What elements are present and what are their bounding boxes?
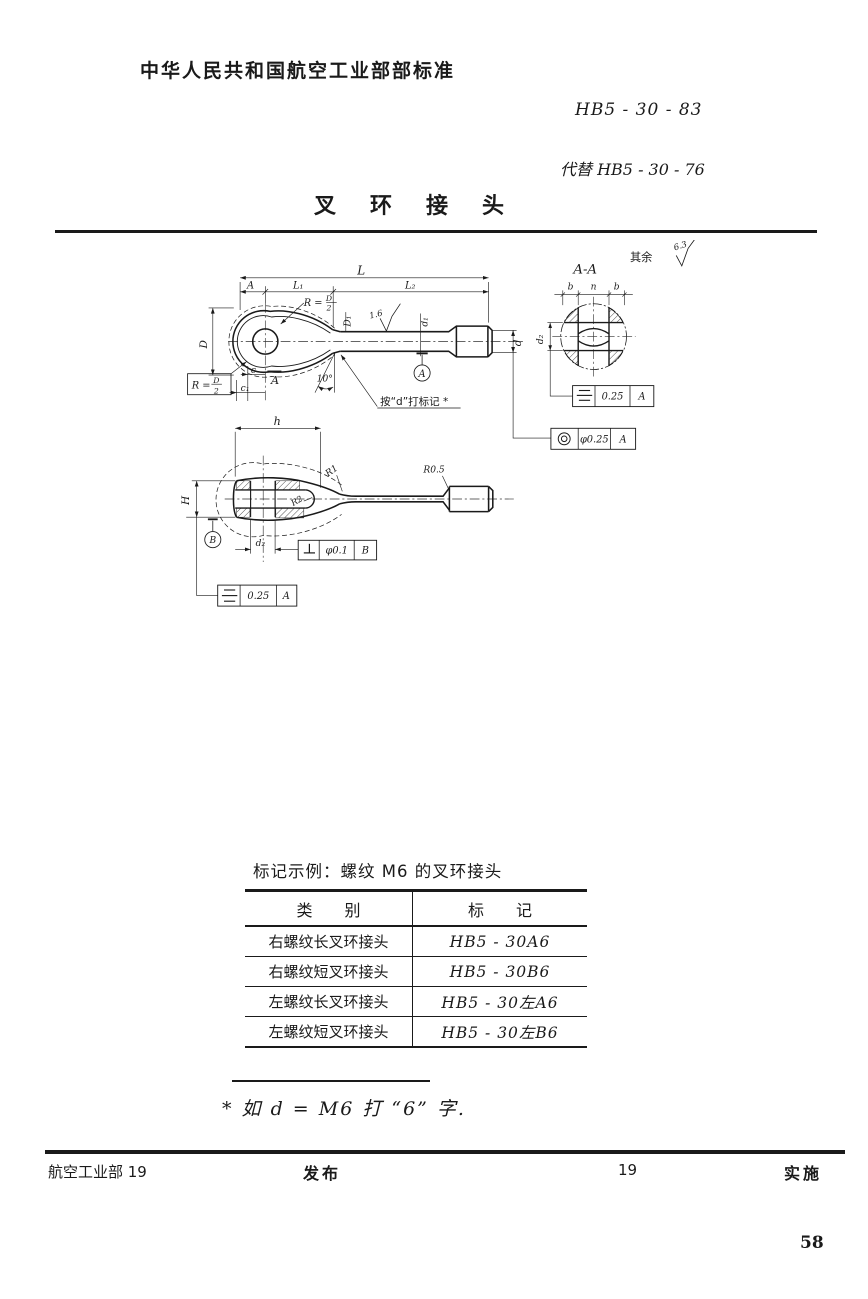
standard-number: HB5 - 30 - 83 — [575, 100, 703, 120]
dim-label-L1: L₁ — [292, 280, 303, 291]
footer-divider — [45, 1150, 845, 1154]
roughness-symbol-general — [675, 240, 695, 267]
dim-label-d1: d₁ — [421, 317, 431, 326]
footer-issuer: 航空工业部 19 — [48, 1163, 147, 1181]
dim-label-c: c — [251, 366, 256, 376]
table-row: 左螺纹长叉环接头 HB5 - 30左A6 — [245, 986, 587, 1017]
designation-cell: HB5 - 30A6 — [412, 926, 587, 957]
table-row: 左螺纹短叉环接头 HB5 - 30左B6 — [245, 1016, 587, 1048]
table-header-row: 类 别 标 记 — [245, 890, 587, 927]
perpendicularity-value: φ0.1 — [325, 546, 347, 557]
dim-label-D1: D₁ — [344, 316, 354, 328]
dim-label-H: H — [180, 495, 192, 506]
dim-label-n: n — [591, 283, 597, 293]
angle-label: 10° — [317, 374, 333, 384]
symmetry-tolerance-box-1 — [572, 385, 655, 408]
eye-hole — [251, 328, 279, 355]
section-aa-view — [552, 296, 636, 378]
surface-note: 其余 — [630, 250, 652, 264]
table-row: 右螺纹短叉环接头 HB5 - 30B6 — [245, 956, 587, 987]
r-box-num: D — [212, 376, 219, 385]
view1-shaft-thread — [340, 325, 493, 358]
section-aa-dimensions — [547, 290, 633, 397]
designation-section: 标记示例：螺纹 M6 的叉环接头 类 别 标 记 右螺纹长叉环接头 HB5 - … — [245, 858, 587, 1048]
dim-label-d2-view2: d₂ — [256, 539, 266, 549]
symmetry2-datum: A — [282, 591, 290, 602]
dim-label-L: L — [356, 263, 365, 277]
footer-implement-year: 19 — [618, 1161, 638, 1179]
symmetry2-value: 0.25 — [247, 591, 269, 602]
radius-label-r2: R2 — [288, 493, 304, 508]
surface-roughness-value: 6.3 — [672, 240, 688, 252]
r-box-den: 2 — [213, 386, 219, 395]
designation-cell: HB5 - 30左A6 — [412, 986, 587, 1017]
datum-b-flag — [204, 518, 222, 549]
title-divider — [55, 230, 817, 233]
eye-outline-inner — [236, 315, 331, 368]
view1-dimensions — [187, 275, 551, 439]
view2-dimensions — [186, 426, 449, 596]
perpendicularity-tolerance-box — [297, 539, 378, 561]
dim-label-c1: c₁ — [241, 384, 250, 394]
r-callout-prefix: R = — [303, 298, 323, 309]
perpendicularity-datum: B — [361, 546, 369, 557]
eye-outline-outer — [232, 309, 333, 374]
dim-label-A: A — [246, 280, 254, 291]
view1-eye-end — [228, 305, 341, 378]
datum-a-flag — [413, 352, 431, 382]
technical-drawing: L A L₁ L₂ R = D 2 D R = D 2 c c₁ A 10° 1… — [180, 240, 695, 607]
category-cell: 右螺纹长叉环接头 — [245, 926, 413, 957]
replaces-standard: 代替 HB5 - 30 - 76 — [560, 160, 705, 179]
eye-forging-outline — [228, 305, 335, 378]
page-title: 叉环接头 — [314, 194, 539, 219]
symmetry-tolerance-box-2 — [217, 584, 298, 607]
dim-label-d: d — [512, 339, 524, 346]
footnote-text: * 如 d = M6 打 “6” 字. — [222, 1098, 466, 1120]
roughness-symbol-shaft — [379, 303, 401, 332]
table-row: 右螺纹长叉环接头 HB5 - 30A6 — [245, 926, 587, 957]
view2-shaft-thread — [339, 485, 494, 513]
category-cell: 左螺纹长叉环接头 — [245, 986, 413, 1017]
section-arrow-label: A — [270, 374, 279, 387]
concentricity-value: φ0.25 — [580, 434, 609, 445]
dim-label-D: D — [198, 340, 210, 350]
r-callout-num: D — [325, 294, 332, 303]
footer-publish-label: 发布 — [303, 1164, 342, 1183]
footnote-divider — [232, 1080, 430, 1082]
marking-example-label: 标记示例：螺纹 M6 的叉环接头 — [253, 862, 503, 881]
designation-cell: HB5 - 30左B6 — [412, 1016, 587, 1048]
page-number: 58 — [800, 1233, 824, 1253]
category-cell: 左螺纹短叉环接头 — [245, 1016, 413, 1048]
section-aa-label: A-A — [571, 263, 597, 278]
dim-label-d2-section: d₂ — [536, 334, 546, 344]
concentricity-datum: A — [618, 434, 626, 445]
concentricity-tolerance-box — [550, 427, 637, 450]
roughness-value-shaft: 1.6 — [368, 307, 384, 320]
symmetry1-value: 0.25 — [602, 392, 624, 403]
column-header-category: 类 别 — [245, 890, 413, 927]
radius-label-r05: R0.5 — [422, 465, 444, 475]
symmetry-icon — [576, 389, 593, 401]
concentricity-icon — [557, 432, 571, 446]
designation-cell: HB5 - 30B6 — [412, 956, 587, 987]
category-cell: 右螺纹短叉环接头 — [245, 956, 413, 987]
symmetry-icon — [221, 589, 238, 602]
r-callout-den: 2 — [326, 304, 332, 313]
r-box-prefix: R = — [191, 380, 211, 391]
datum-a-label: A — [418, 369, 426, 380]
mark-note: 按“d”打标记 * — [380, 395, 448, 408]
column-header-designation: 标 记 — [412, 890, 587, 927]
perpendicularity-icon — [303, 543, 315, 554]
dim-label-b-right: b — [614, 283, 620, 293]
symmetry1-datum: A — [637, 392, 645, 403]
designation-table: 类 别 标 记 右螺纹长叉环接头 HB5 - 30A6 右螺纹短叉环接头 HB5… — [245, 889, 587, 1048]
datum-b-label: B — [208, 536, 216, 546]
ministry-standard-heading: 中华人民共和国航空工业部部标准 — [140, 60, 456, 82]
view2-fork-outline — [215, 462, 342, 538]
footer-implement-label: 实施 — [784, 1164, 823, 1183]
dim-label-b-left: b — [568, 283, 574, 293]
dim-label-h: h — [274, 415, 281, 428]
dim-label-L2: L₂ — [404, 280, 416, 291]
